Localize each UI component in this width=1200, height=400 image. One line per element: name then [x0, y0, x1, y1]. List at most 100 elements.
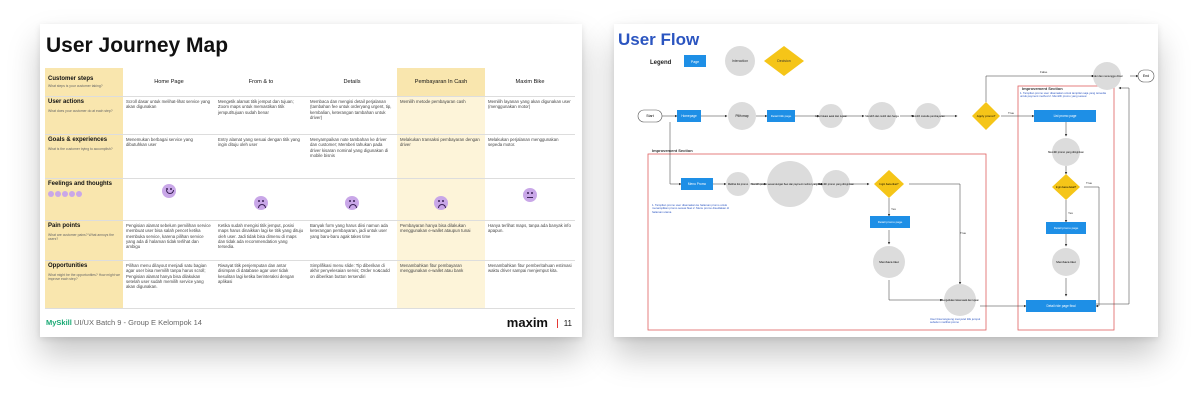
header-customer-steps: Customer steps What steps is your custom… — [45, 68, 123, 97]
slide-title: User Flow — [618, 30, 700, 49]
maxim-logo: maxim — [506, 315, 548, 330]
legend-decision-text: Decision — [777, 59, 790, 63]
node-label: List promo page — [1054, 114, 1077, 118]
node-label: Melihat list promo — [728, 182, 749, 186]
slide-title: User Journey Map — [46, 34, 229, 57]
node-label: Apply promo? — [977, 114, 996, 118]
sad-face-icon — [254, 196, 268, 210]
node-label: Ingin baca tiket? — [880, 182, 899, 186]
table-cell: Riwayat titik penjemputan dan antar disi… — [215, 260, 307, 309]
user-flow-diagram: Legend Page Interaction Decision Improve… — [637, 46, 1155, 331]
section-title: Improvement Section — [652, 148, 693, 153]
input-lokasi-node — [819, 104, 843, 128]
table-cell: Memilih layanan yang akan digunakan user… — [485, 96, 575, 135]
header-sub: What steps is your customer taking? — [48, 83, 103, 88]
header-label: Customer steps — [48, 76, 94, 83]
ingin-baca2-decision — [874, 170, 904, 198]
node-label: Detail ride page final — [1046, 304, 1075, 308]
legend-label: Legend — [650, 60, 672, 66]
pilih-map-node — [728, 102, 756, 130]
table-row: Goals & experiences What is the customer… — [45, 134, 575, 179]
row-label-opportunities: Opportunities What might be the opportun… — [45, 260, 123, 309]
row-sub: What is the customer trying to accomplis… — [48, 146, 113, 151]
node-label: Membaca tiket — [1056, 260, 1076, 264]
node-label: Input lokasi awal dan tujuan — [815, 114, 848, 118]
table-cell: Banyak form yang harus diisi namun ada k… — [307, 220, 397, 261]
myskill-logo: MySkill — [46, 318, 72, 327]
table-cell: Pembayaran hanya bisa dilakukan mengguna… — [397, 220, 485, 261]
node-label: Pilih map — [735, 114, 748, 118]
node-label: Homepage — [681, 114, 697, 118]
sad-face-icon — [434, 196, 448, 210]
table-row: Pain points What are customer pains? Wha… — [45, 220, 575, 261]
edge-label: Yes — [891, 207, 896, 211]
table-header-row: Customer steps What steps is your custom… — [45, 68, 575, 97]
row-sub: What are customer pains? What annoys the… — [48, 232, 114, 241]
row-label: Goals & experiences — [48, 137, 108, 143]
table-row: Feelings and thoughts — [45, 178, 575, 221]
table-row: Opportunities What might be the opportun… — [45, 260, 575, 309]
note-text: 1. Tampilan promo user disamakan untuk t… — [1020, 92, 1106, 99]
table-cell: Pengisian alamat sebelum pemilihan servi… — [123, 220, 215, 261]
table-cell: Ketika sudah mengisi titik jemput, posis… — [215, 220, 307, 261]
node-label: Detail titik page — [771, 114, 792, 118]
edge-label: True — [1086, 181, 1092, 185]
edge-label: False — [1040, 70, 1048, 74]
table-cell — [307, 178, 397, 221]
memilih-promo-sesuai-node — [767, 161, 813, 207]
table-cell: Menyampaikan note tambahan ke driver dan… — [307, 134, 397, 179]
note-text: 1. Tampilan promo user disamakan ke hala… — [652, 204, 729, 214]
table-cell: Scroll dasar untuk melihat-lihat service… — [123, 96, 215, 135]
row-label-goals: Goals & experiences What is the customer… — [45, 134, 123, 179]
note-text: User bisa langsung menyetel titik jemput… — [930, 318, 981, 325]
table-cell — [397, 178, 485, 221]
user-flow-slide: User Flow Legend Page Interaction Decisi… — [614, 24, 1158, 337]
detail-promo-page-node — [1046, 222, 1086, 234]
memilih-promo-node — [1052, 138, 1080, 166]
mengetikkan-node — [944, 284, 976, 316]
footer-text: UI/UX Batch 9 - Group E Kelompok 14 — [73, 318, 202, 327]
node-label: Memilih promo sesuai dengan fleet dan pa… — [751, 183, 829, 186]
row-label: Pain points — [48, 223, 81, 229]
table-cell — [485, 178, 575, 221]
node-label: Memilih promo yang diinginkan — [1048, 150, 1084, 154]
detail-ride-page-node — [1026, 300, 1096, 312]
sad-face-icon — [345, 196, 359, 210]
node-label: Detail promo page — [1054, 226, 1079, 230]
node-label: End — [1143, 74, 1149, 78]
emotion-scale — [48, 190, 120, 197]
table-cell: Menemukan berbagai service yang dibutuhk… — [123, 134, 215, 179]
header-pembayaran: Pembayaran In Cash — [397, 68, 485, 97]
legend-decision-shape — [764, 46, 804, 76]
node-label: Detail promo page — [878, 220, 903, 224]
table-cell: Melakukan perjalanan menggunakan sepeda … — [485, 134, 575, 179]
apply-promo-decision — [972, 102, 1000, 130]
improvement-section-bottom — [647, 153, 987, 331]
list-promo-page-node — [1034, 110, 1096, 122]
detail-promo-page2-node — [870, 216, 910, 228]
legend-page-text: Page — [691, 60, 699, 64]
header-maxim-bike: Maxim Bike — [485, 68, 575, 97]
table-cell: Pilihan menu dilayout menjadi satu bagia… — [123, 260, 215, 309]
homepage-node — [677, 110, 701, 122]
row-sub: What does your customer do at each step? — [48, 108, 113, 113]
table-row: User actions What does your customer do … — [45, 96, 575, 135]
header-from-to: From & to — [215, 68, 307, 97]
header-details: Details — [307, 68, 397, 97]
node-label: Memilih dan mobil dan harga — [865, 114, 899, 118]
table-cell: Membaca dan mengisi detail perjalanan (t… — [307, 96, 397, 135]
row-sub: What might be the opportunities? How mig… — [48, 272, 120, 281]
table-cell — [215, 178, 307, 221]
row-label: User actions — [48, 99, 85, 105]
memilih-promo2-node — [822, 170, 850, 198]
node-label: Memilih metode pembayaran — [911, 114, 945, 118]
melihat-list-node — [726, 172, 750, 196]
table-cell: Menambahkan fitur pemberitahuan estimasi… — [485, 260, 575, 309]
table-cell: Memilih metode pembayaran cash — [397, 96, 485, 135]
neutral-face-icon — [523, 188, 537, 202]
membaca-node — [1052, 248, 1080, 276]
row-label-feelings: Feelings and thoughts — [45, 178, 123, 221]
ingin-baca-decision — [1052, 174, 1080, 200]
legend-page-shape — [684, 55, 706, 67]
table-cell — [123, 178, 215, 221]
